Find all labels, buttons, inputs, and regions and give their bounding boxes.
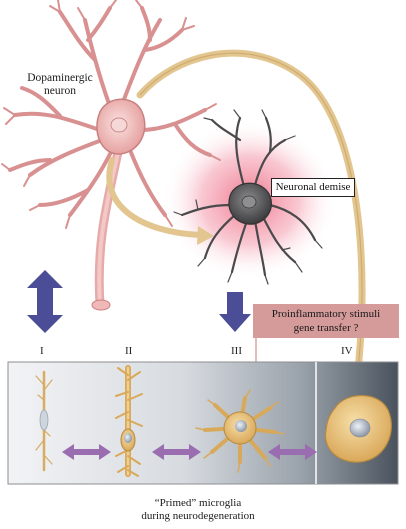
- microglia-stage-ii: [115, 365, 143, 477]
- dopaminergic-neuron: [1, 0, 221, 311]
- stimuli-line2: gene transfer ?: [293, 322, 359, 334]
- stage-iii-label: III: [231, 345, 242, 357]
- transition-arrow-i-ii: [62, 444, 111, 460]
- degeneration-arrow: [106, 157, 214, 245]
- microglia-stage-i: [35, 370, 53, 472]
- dopaminergic-neuron-label: Dopaminergic neuron: [22, 72, 98, 98]
- transition-arrow-iii-iv: [268, 444, 317, 460]
- neuron-label-line1: Dopaminergic: [27, 72, 93, 84]
- caption-line1: “Primed” microglia: [154, 497, 242, 509]
- proinflammatory-stimuli-box: Proinflammatory stimuli gene transfer ?: [253, 304, 399, 338]
- stage-iv-label: IV: [341, 345, 353, 357]
- stage-i-label: I: [40, 345, 44, 357]
- dying-neuron: [173, 109, 323, 285]
- bidirectional-arrow: [27, 270, 63, 333]
- figure-caption: “Primed” microglia during neurodegenerat…: [123, 497, 273, 523]
- neuronal-demise-label: Neuronal demise: [271, 178, 355, 197]
- activation-arrow: [219, 292, 251, 332]
- microglia-stage-iv: [324, 395, 392, 463]
- neuron-label-line2: neuron: [44, 85, 76, 97]
- feedback-pathway-arrow: [136, 49, 366, 399]
- caption-line2: during neurodegeneration: [141, 510, 255, 522]
- stimuli-line1: Proinflammatory stimuli: [271, 308, 381, 320]
- transition-arrow-ii-iii: [152, 444, 201, 460]
- microglia-stage-iii: [195, 389, 285, 473]
- stage-ii-label: II: [125, 345, 133, 357]
